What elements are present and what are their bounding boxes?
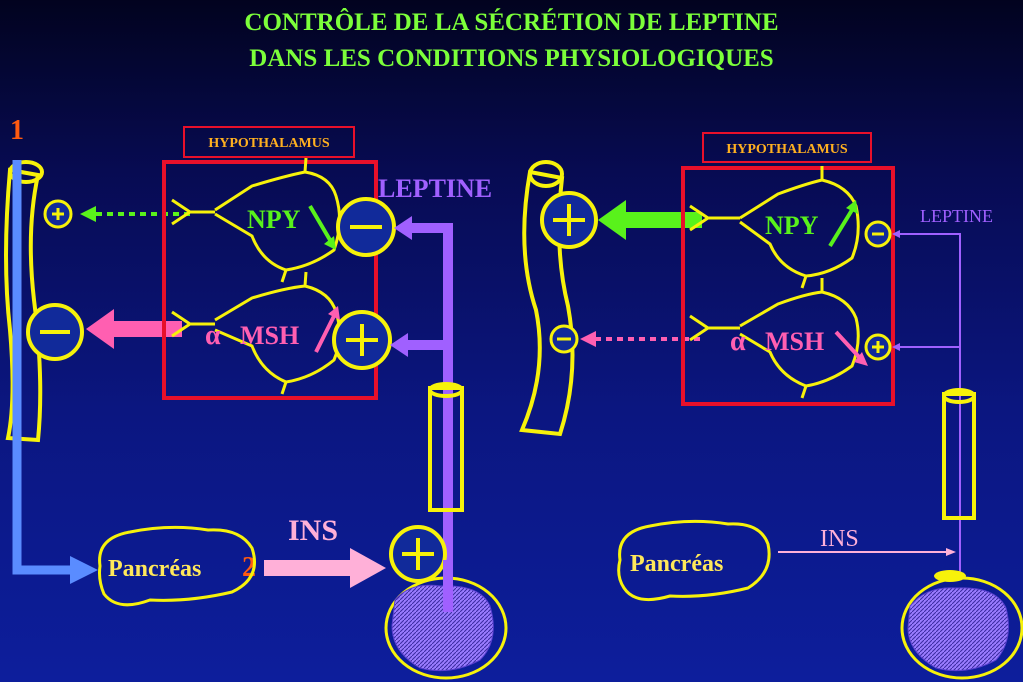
alpha-label: α [730,326,746,357]
hypothalamus-label: HYPOTHALAMUS [208,136,330,151]
pancreas-shape [617,519,771,602]
plus-sign-icon [332,310,392,370]
msh-down-arrowhead [854,352,868,366]
blood-vessel-icon [519,169,575,437]
vessel-top [428,382,464,398]
npy-arrow-head [598,200,626,240]
hypothalamus-label-box [183,126,355,158]
npy-axon [689,204,740,232]
plus-sign-icon [43,199,73,229]
plus-sign-icon [864,333,892,361]
msh-label: MSH [240,321,299,350]
msh-arrow-head [580,331,596,347]
plus-sign-icon [540,191,598,249]
msh-axon [689,314,740,342]
plus-sign-icon [389,525,447,583]
msh-axon [171,310,215,338]
pancreas-shape [98,525,256,607]
right-panel: HYPOTHALAMUS NPY α MSH LEPTINE [519,132,1023,680]
minus-sign-icon [26,303,84,361]
title-line-2: DANS LES CONDITIONS PHYSIOLOGIQUES [249,45,774,72]
pancreas-label: Pancréas [630,551,723,577]
leptine-signal-line [405,223,453,612]
alpha-label: α [205,320,221,351]
npy-down-arrowhead [324,236,336,250]
npy-arrow-shaft [622,212,702,228]
label-number-1: 1 [10,115,24,146]
blood-vessel-icon [942,392,976,520]
msh-arrow-shaft [110,321,182,337]
leptine-arrow-head-npy [892,230,900,238]
ins-arrow-shaft [264,560,354,576]
npy-label: NPY [765,211,819,240]
vessel-top [942,388,976,404]
hypothalamus-label-box [702,132,872,163]
fat-cell-icon [900,570,1023,680]
leptine-arrow-head-msh [892,343,900,351]
npy-arrow-head [80,206,96,222]
npy-up-arrow [828,208,854,248]
msh-down-arrow [834,330,862,360]
ins-label: INS [288,514,338,547]
hypothalamus-box [162,160,378,400]
leptine-label: LEPTINE [920,206,993,226]
leptine-label: LEPTINE [378,174,492,203]
fat-cell-nucleus [934,570,966,582]
msh-label: MSH [765,327,824,356]
blue-signal-line [12,160,72,575]
npy-neuron [739,166,860,289]
minus-sign-icon [549,324,579,354]
fat-cell-icon [384,576,508,680]
npy-label: NPY [247,205,301,234]
vessel-top [528,160,564,188]
minus-sign-icon [336,197,396,257]
msh-up-arrow [314,315,336,353]
blood-vessel-icon [428,386,464,512]
blue-arrow-head [70,556,98,584]
npy-down-arrow [308,204,332,242]
leptine-arrow-head-msh [390,333,408,357]
title-line-1: CONTRÔLE DE LA SÉCRÉTION DE LEPTINE [244,9,779,36]
msh-arrow-head [86,309,114,349]
ins-arrow-head [350,548,386,588]
npy-axon [171,198,215,226]
ins-label: INS [820,526,859,552]
pancreas-label: Pancréas [108,556,201,582]
ins-arrow-head [946,548,956,556]
npy-up-arrowhead [846,200,858,214]
leptine-arrow-head-npy [394,216,412,240]
minus-sign-icon [864,220,892,248]
msh-up-arrowhead [328,306,340,320]
msh-neuron [739,278,860,399]
hypothalamus-box [681,166,895,406]
blood-vessel-top [8,160,44,184]
left-panel: 1 HYPOTHALAMUS NPY α MSH [4,115,508,680]
blood-vessel-icon [4,167,43,443]
leptine-signal-line [898,233,961,580]
hypothalamus-label: HYPOTHALAMUS [726,142,848,157]
